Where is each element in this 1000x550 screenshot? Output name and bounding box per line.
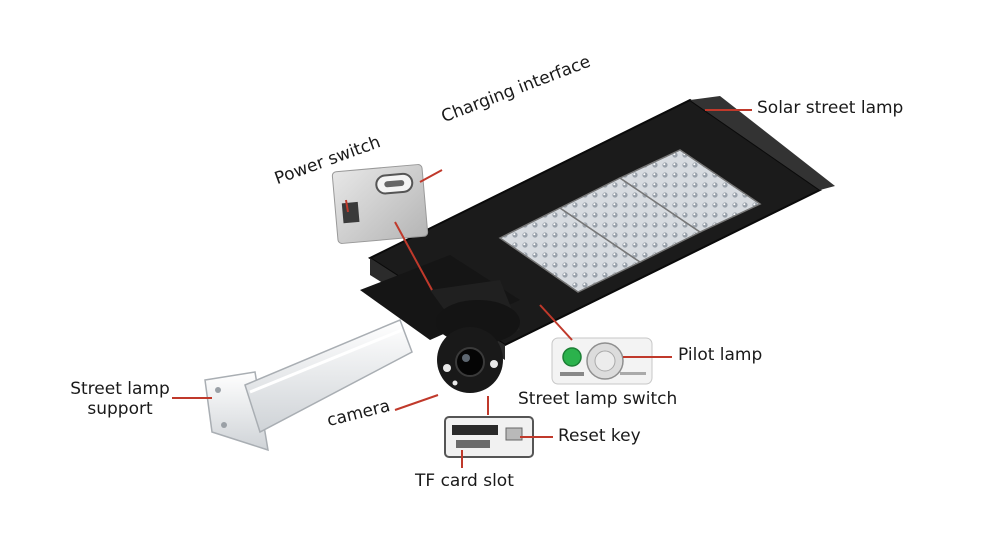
label-street-lamp-support: Street lamp support (68, 379, 172, 419)
leader-power-switch (345, 199, 349, 213)
leader-camera (394, 394, 439, 411)
label-street-lamp-support-line1: Street lamp (70, 379, 170, 399)
label-street-lamp-support-line2: support (87, 398, 153, 419)
label-reset-key: Reset key (558, 426, 641, 446)
led-panel (498, 149, 762, 293)
leader-charging-interface (419, 169, 443, 183)
power-switch-inset (331, 164, 429, 244)
camera-illustration (430, 280, 520, 393)
tf-card-inset (444, 416, 534, 458)
label-solar-street-lamp: Solar street lamp (757, 98, 904, 118)
label-tf-card-slot: TF card slot (415, 471, 514, 491)
street-lamp-switch-inset (551, 337, 653, 385)
leader-lines (172, 109, 752, 468)
leader-charging-to-lamp (394, 221, 433, 291)
label-street-lamp-switch: Street lamp switch (518, 389, 678, 409)
solar-lamp-body (360, 96, 835, 360)
street-lamp-support (204, 319, 413, 452)
label-pilot-lamp: Pilot lamp (678, 345, 763, 365)
leader-street-lamp-switch (539, 304, 573, 341)
